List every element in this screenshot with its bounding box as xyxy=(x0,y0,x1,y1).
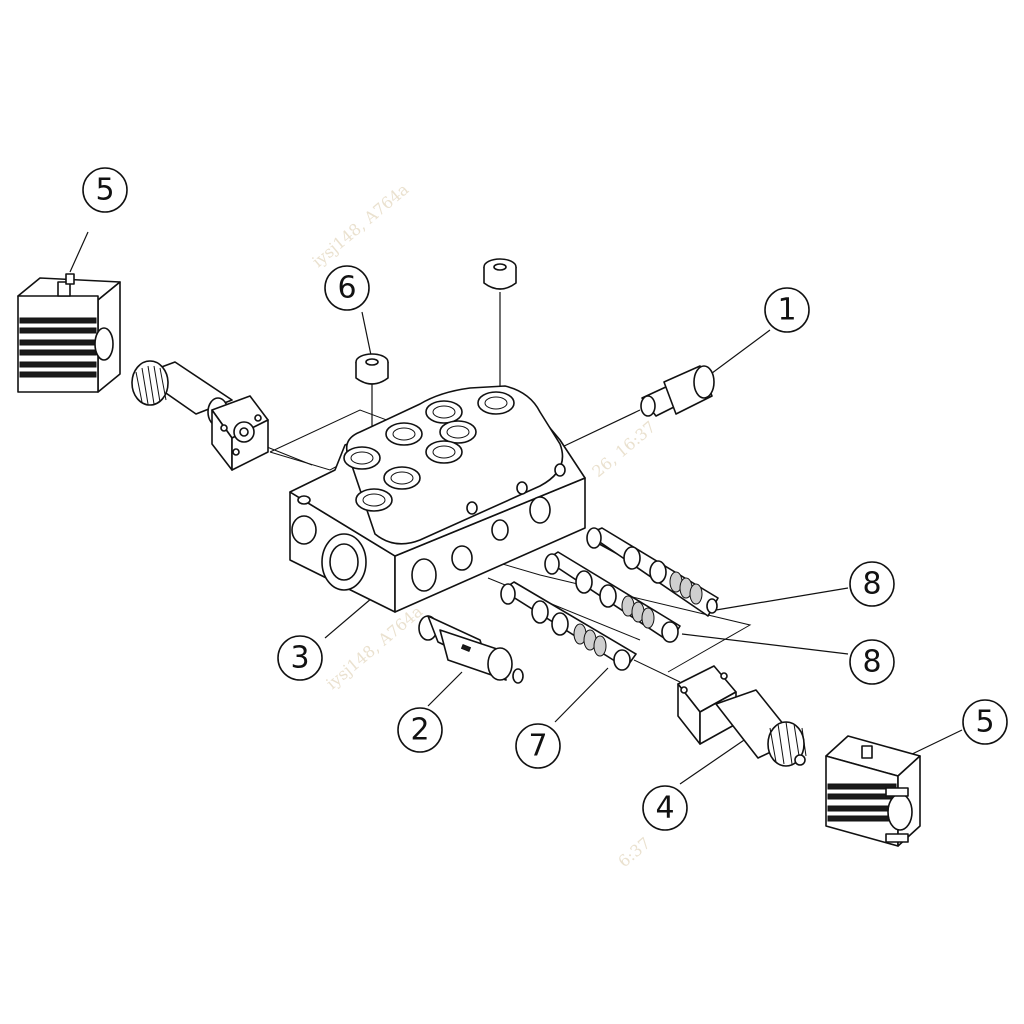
callout-8-lower: 8 xyxy=(849,639,895,685)
callout-label: 1 xyxy=(777,293,796,328)
callout-label: 8 xyxy=(862,567,881,602)
callout-label: 5 xyxy=(975,705,994,740)
port-holes-top xyxy=(343,391,515,512)
watermark-text: iysj148, A764a xyxy=(322,601,426,693)
spool-lower xyxy=(500,581,637,671)
callout-5-bottom: 5 xyxy=(962,699,1008,745)
relief-cartridge xyxy=(640,365,715,417)
lower-cartridge xyxy=(418,615,524,684)
callout-8-upper: 8 xyxy=(849,561,895,607)
solenoid-coil-right xyxy=(825,735,921,847)
spool-upper xyxy=(586,527,719,617)
callout-label: 3 xyxy=(290,641,309,676)
watermark-text: 6:37 xyxy=(614,833,654,871)
callout-label: 2 xyxy=(410,713,429,748)
valve-body xyxy=(289,385,586,613)
solenoid-coil-left xyxy=(17,273,121,393)
solenoid-tube-left xyxy=(131,360,269,471)
callout-label: 6 xyxy=(337,271,356,306)
spool-middle xyxy=(544,551,681,643)
watermark-text: iysj148, A764a xyxy=(308,179,412,271)
plug-right xyxy=(483,258,517,290)
callout-5-top: 5 xyxy=(82,167,128,213)
callout-label: 8 xyxy=(862,645,881,680)
callout-4: 4 xyxy=(642,785,688,831)
watermark-text: 26, 16:37 xyxy=(588,417,659,481)
plug-left xyxy=(355,353,389,385)
callout-1: 1 xyxy=(764,287,810,333)
callout-7: 7 xyxy=(515,723,561,769)
solenoid-tube-right xyxy=(677,665,807,767)
callout-label: 7 xyxy=(528,729,547,764)
callout-3: 3 xyxy=(277,635,323,681)
callout-label: 4 xyxy=(655,791,674,826)
callout-label: 5 xyxy=(95,173,114,208)
callout-6: 6 xyxy=(324,265,370,311)
callout-2: 2 xyxy=(397,707,443,753)
